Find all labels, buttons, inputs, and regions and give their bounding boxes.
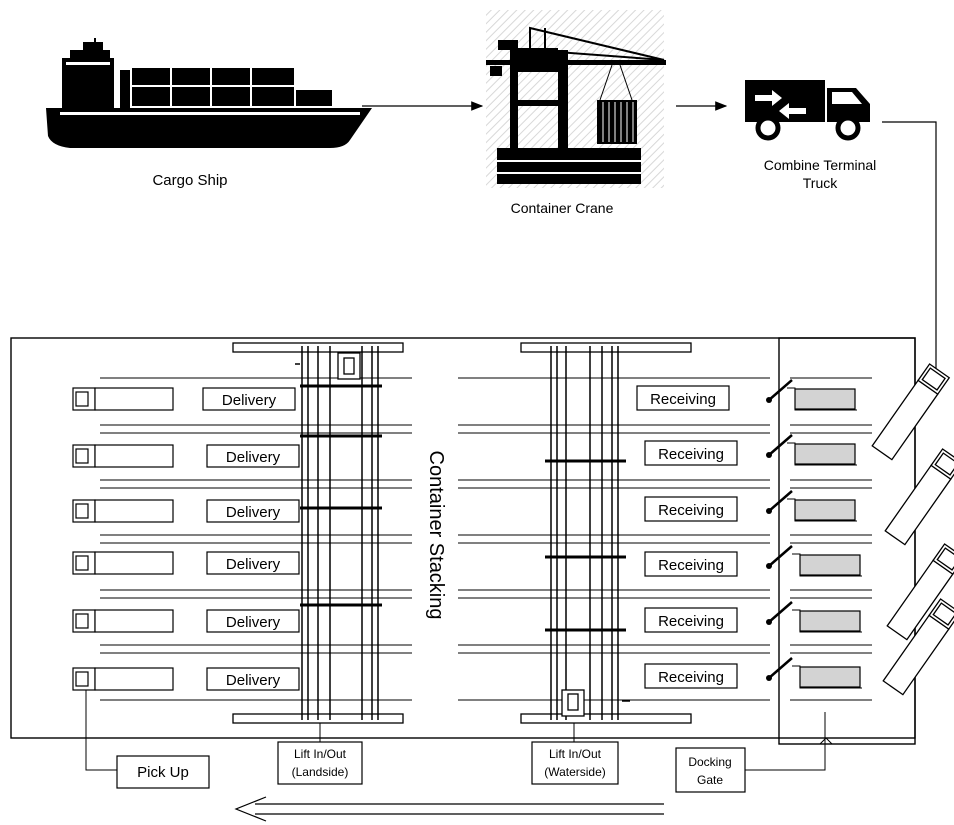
delivery-row: Delivery — [72, 609, 300, 633]
gate-booth — [794, 499, 856, 521]
delivery-truck-icon — [72, 387, 174, 411]
delivery-label: Delivery — [226, 556, 281, 573]
receiving-label: Receiving — [650, 391, 716, 408]
delivery-truck-icon — [72, 667, 174, 691]
delivery-row: Delivery — [72, 387, 296, 411]
gate-arm — [768, 545, 793, 567]
terminal-truck-icon — [745, 80, 870, 141]
gate-arm — [768, 434, 793, 456]
gate-arm — [768, 490, 793, 512]
terminal-yard — [10, 337, 916, 745]
delivery-row: Delivery — [72, 499, 300, 523]
delivery-truck-icon — [72, 551, 174, 575]
container-crane-icon — [486, 10, 666, 188]
delivery-label: Delivery — [222, 392, 277, 409]
receiving-box — [644, 496, 738, 522]
delivery-box — [206, 551, 300, 575]
docking-gate-label-line1: Docking — [688, 755, 731, 769]
lift-landside-label-line1: Lift In/Out — [294, 747, 347, 761]
pick-up-connector — [85, 690, 117, 771]
gate-booth — [794, 443, 856, 465]
flow-arrow-left — [234, 796, 664, 822]
docking-gate-box — [675, 747, 746, 793]
gate-booth — [799, 554, 861, 576]
receiving-row: Receiving — [644, 434, 857, 466]
docking-gate-connector — [745, 712, 826, 771]
cargo-ship-icon — [46, 38, 372, 148]
delivery-truck-icon — [72, 499, 174, 523]
incoming-trucks — [871, 363, 954, 696]
lift-waterside-label-line2: (Waterside) — [544, 765, 606, 779]
pick-up-box — [116, 755, 210, 789]
waterside-gantry-crane — [520, 342, 692, 724]
delivery-row: Delivery — [72, 551, 300, 575]
receiving-row: Receiving — [636, 379, 857, 411]
receiving-row: Receiving — [644, 601, 862, 633]
gate-booth — [799, 666, 861, 688]
delivery-label: Delivery — [226, 504, 281, 521]
receiving-label: Receiving — [658, 502, 724, 519]
truck-label-line2: Truck — [803, 175, 838, 191]
delivery-label: Delivery — [226, 672, 281, 689]
receiving-box — [644, 607, 738, 633]
receiving-label: Receiving — [658, 669, 724, 686]
landside-gantry-crane — [232, 342, 404, 724]
truck-label-line1: Combine Terminal — [764, 157, 877, 173]
delivery-box — [206, 609, 300, 633]
lift-landside-box — [277, 741, 363, 785]
truck-connector-line — [882, 121, 937, 372]
gate-arm — [768, 379, 793, 401]
pick-up-label: Pick Up — [137, 764, 189, 781]
gate-arm — [768, 657, 793, 679]
delivery-box — [206, 667, 300, 691]
delivery-row: Delivery — [72, 444, 300, 468]
delivery-box — [206, 499, 300, 523]
receiving-box — [644, 663, 738, 689]
delivery-row: Delivery — [72, 667, 300, 691]
delivery-box — [206, 444, 300, 468]
receiving-box — [644, 440, 738, 466]
gate-arm — [768, 601, 793, 623]
lift-waterside-box — [531, 741, 619, 785]
cargo-ship-label: Cargo Ship — [152, 172, 227, 189]
gate-booth — [799, 610, 861, 632]
delivery-label: Delivery — [226, 449, 281, 466]
receiving-label: Receiving — [658, 557, 724, 574]
container-stacking-label: Container Stacking — [425, 451, 447, 620]
delivery-label: Delivery — [226, 614, 281, 631]
receiving-row: Receiving — [644, 545, 862, 577]
receiving-row: Receiving — [644, 657, 862, 689]
delivery-truck-icon — [72, 609, 174, 633]
docking-gate-label-line2: Gate — [697, 773, 723, 787]
lift-landside-label-line2: (Landside) — [292, 765, 349, 779]
container-crane-label: Container Crane — [511, 200, 614, 216]
receiving-box — [644, 551, 738, 577]
receiving-row: Receiving — [644, 490, 857, 522]
receiving-label: Receiving — [658, 613, 724, 630]
delivery-truck-icon — [72, 444, 174, 468]
receiving-label: Receiving — [658, 446, 724, 463]
gate-booth — [794, 388, 856, 410]
receiving-box — [636, 385, 730, 411]
lift-waterside-label-line1: Lift In/Out — [549, 747, 602, 761]
delivery-box — [202, 387, 296, 411]
